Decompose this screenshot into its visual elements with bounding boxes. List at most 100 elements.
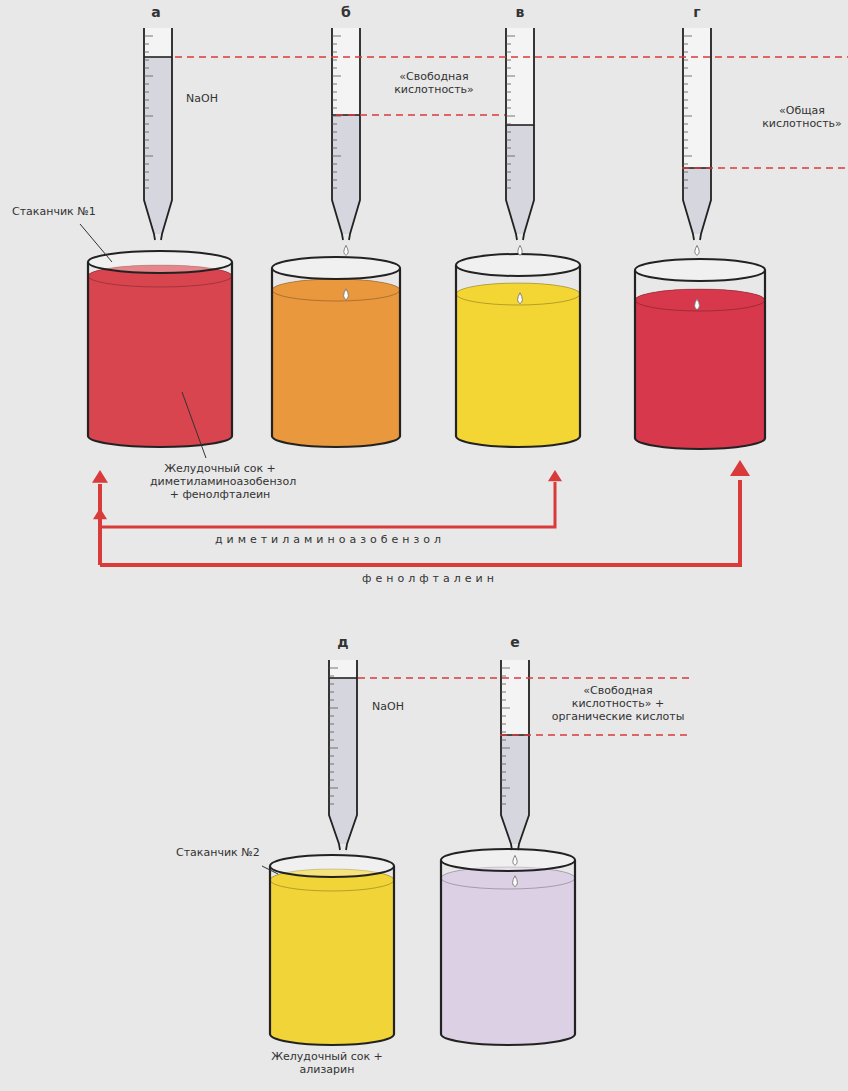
graduation xyxy=(144,36,153,37)
graduation xyxy=(683,44,688,45)
graduation xyxy=(332,44,337,45)
graduation xyxy=(332,148,337,149)
graduation xyxy=(144,100,149,101)
beaker-label: Стаканчик №2 xyxy=(176,846,276,859)
graduation xyxy=(683,172,688,173)
beaker-label: Стаканчик №1 xyxy=(12,205,112,218)
graduation xyxy=(144,60,149,61)
graduation xyxy=(332,108,337,109)
drop-in-beaker xyxy=(344,289,349,300)
level-line xyxy=(175,56,848,57)
liquid-surface xyxy=(456,283,580,305)
graduation xyxy=(332,36,341,37)
graduation xyxy=(329,692,334,693)
meniscus xyxy=(144,56,172,58)
beaker-wall xyxy=(88,262,232,447)
graduation xyxy=(506,44,511,45)
graduation xyxy=(506,116,515,117)
graduation xyxy=(144,180,149,181)
graduation xyxy=(683,164,688,165)
graduation xyxy=(501,756,506,757)
liquid-surface xyxy=(272,279,400,301)
liquid xyxy=(272,279,400,447)
beaker-wall xyxy=(635,270,765,449)
graduation xyxy=(329,724,334,725)
indicator-label: диметиламиноазобензол xyxy=(120,533,540,546)
graduation xyxy=(144,116,153,117)
graduation xyxy=(332,52,337,53)
drop-in-beaker xyxy=(518,293,523,304)
leader-line xyxy=(262,866,278,874)
indicator-label: фенолфталеин xyxy=(220,572,640,585)
beaker-rim xyxy=(635,259,765,281)
graduation xyxy=(329,708,338,709)
graduation xyxy=(683,140,688,141)
graduation xyxy=(683,68,688,69)
burette-wall xyxy=(144,28,172,240)
graduation xyxy=(329,732,334,733)
panel-letter: д xyxy=(328,634,358,651)
graduation xyxy=(332,84,337,85)
leader-line xyxy=(182,392,206,458)
graduation xyxy=(329,764,334,765)
graduation xyxy=(329,780,334,781)
graduation xyxy=(332,188,337,189)
beaker-rim xyxy=(441,849,575,871)
panel-letter: а xyxy=(141,4,171,21)
liquid xyxy=(88,265,232,447)
graduation xyxy=(501,668,510,669)
graduation xyxy=(501,748,510,749)
beaker-contents: Желудочный сок + диметиламиноазобензол +… xyxy=(150,462,290,502)
graduation xyxy=(683,100,688,101)
liquid-surface xyxy=(635,289,765,311)
graduation xyxy=(501,716,506,717)
graduation xyxy=(683,124,688,125)
beaker-wall xyxy=(456,265,580,447)
graduation xyxy=(506,188,511,189)
beaker-rim xyxy=(456,254,580,276)
graduation xyxy=(506,140,511,141)
arrow-head xyxy=(93,508,107,519)
graduation xyxy=(329,700,334,701)
liquid xyxy=(441,867,575,1045)
arrow-head xyxy=(548,470,562,481)
graduation xyxy=(501,708,510,709)
graduation xyxy=(144,76,153,77)
burette-wall xyxy=(683,28,711,240)
burette-solution xyxy=(329,678,357,844)
graduation xyxy=(683,84,688,85)
graduation xyxy=(683,52,688,53)
graduation xyxy=(506,124,511,125)
graduation xyxy=(144,124,149,125)
graduation xyxy=(506,76,515,77)
graduation xyxy=(329,796,334,797)
graduation xyxy=(332,92,337,93)
burette-wall xyxy=(501,660,529,850)
burette-e xyxy=(501,660,529,850)
graduation xyxy=(506,148,511,149)
level-line xyxy=(358,677,690,678)
graduation xyxy=(683,148,688,149)
burette-wall xyxy=(329,660,357,850)
graduation xyxy=(332,132,337,133)
beaker-g xyxy=(635,259,765,449)
liquid xyxy=(635,289,765,449)
burette-wall xyxy=(506,28,534,240)
graduation xyxy=(506,52,511,53)
graduation xyxy=(683,116,692,117)
graduation xyxy=(683,188,688,189)
falling-drop xyxy=(518,245,522,255)
graduation xyxy=(506,68,511,69)
liquid xyxy=(456,283,580,447)
falling-drop xyxy=(695,245,699,255)
level-line xyxy=(336,114,505,115)
beaker-wall xyxy=(272,268,400,447)
graduation xyxy=(501,740,506,741)
graduation xyxy=(501,804,506,805)
graduation xyxy=(144,172,149,173)
beaker-wall xyxy=(270,866,394,1045)
panel-letter: е xyxy=(500,634,530,651)
graduation xyxy=(506,36,515,37)
graduation xyxy=(144,68,149,69)
graduation xyxy=(683,76,692,77)
